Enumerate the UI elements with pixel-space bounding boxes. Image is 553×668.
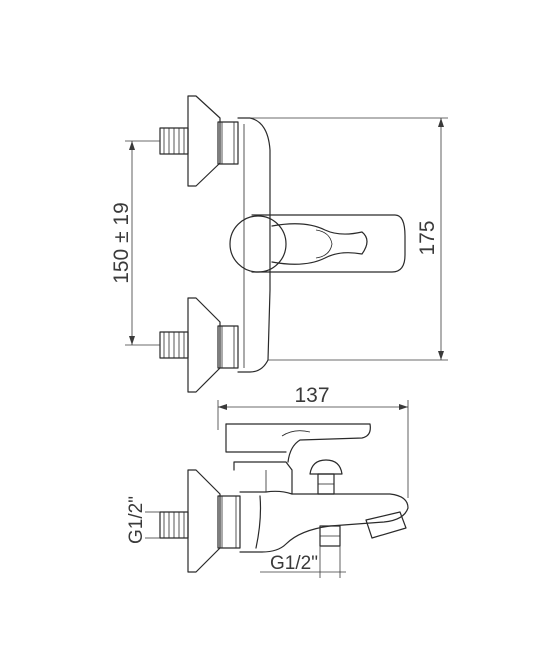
inlet-thread-dimension: G1/2" (126, 496, 160, 544)
center-distance-label: 150 ± 19 (110, 202, 133, 284)
lower-inlet (159, 297, 239, 393)
width-dimension: 137 (217, 384, 409, 498)
mixer-body (237, 117, 271, 373)
center-distance-dimension: 150 ± 19 (110, 140, 160, 346)
outlet-thread-label: G1/2" (270, 553, 318, 574)
width-label: 137 (294, 384, 329, 407)
side-spout-body (239, 470, 409, 553)
diverter-knob (309, 459, 343, 495)
upper-inlet (159, 95, 239, 187)
inlet-thread-label: G1/2" (126, 496, 147, 544)
height-label: 175 (416, 220, 439, 255)
outlet-thread-dimension: G1/2" (260, 546, 346, 578)
side-lever (225, 423, 371, 495)
side-view (159, 423, 409, 573)
front-view (159, 95, 406, 393)
lever-handle (229, 214, 406, 273)
side-inlet (159, 469, 241, 573)
height-dimension: 175 (250, 117, 448, 361)
